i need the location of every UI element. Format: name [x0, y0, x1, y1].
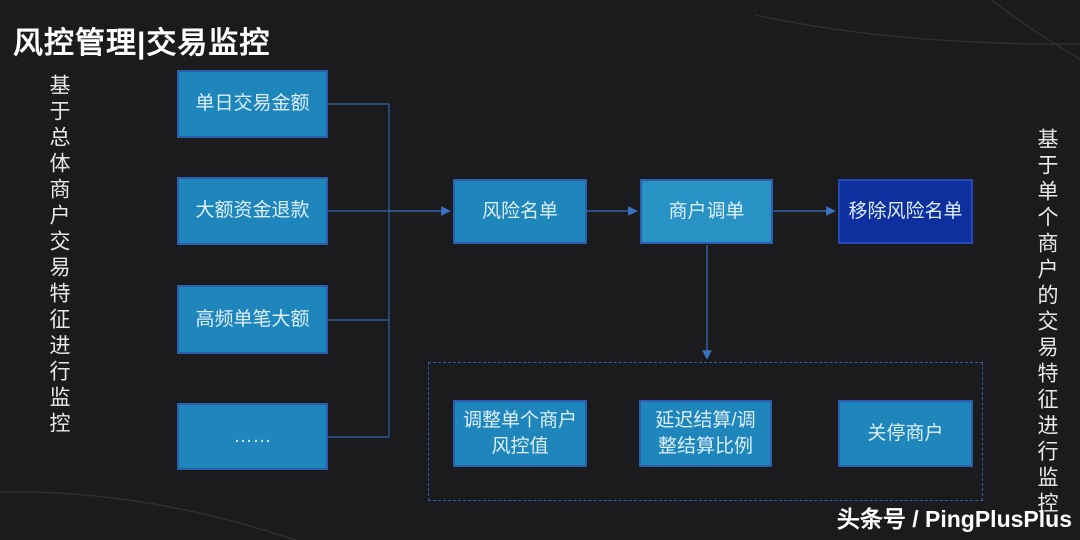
flow-node-remove-risk-list: 移除风险名单 [838, 179, 973, 244]
node-label: 移除风险名单 [848, 200, 963, 222]
flow-node-merchant-inquiry: 商户调单 [640, 179, 773, 244]
left-vertical-note: 基于总体商户交易特征进行监控 [47, 74, 70, 438]
node-label: 高频单笔大额 [195, 308, 310, 330]
node-label: 大额资金退款 [195, 200, 310, 222]
node-label: 关停商户 [867, 422, 944, 444]
trigger-node-daily-transaction-amount: 单日交易金额 [177, 70, 328, 138]
decor-arc-bottom-left [0, 491, 298, 540]
node-label: 调整单个商户 风控值 [462, 409, 577, 457]
decor-arc-top-right-1 [754, 14, 1080, 45]
page-title: 风控管理|交易监控 [13, 27, 271, 60]
actions-dashed-frame [428, 362, 983, 501]
node-label: 延迟结算/调整结算比例 [655, 409, 756, 457]
right-vertical-note: 基于单个商户的交易特征进行监控 [1035, 128, 1058, 518]
trigger-node-large-refund: 大额资金退款 [177, 177, 328, 245]
watermark-byline: 头条号 / PingPlusPlus [836, 506, 1072, 532]
action-node-adjust-merchant-risk-value: 调整单个商户 风控值 [453, 400, 587, 467]
trigger-node-high-freq-large-single: 高频单笔大额 [177, 285, 328, 354]
action-node-delay-settlement: 延迟结算/调整结算比例 [639, 400, 772, 467]
node-label: 商户调单 [668, 200, 745, 222]
node-label: 风险名单 [481, 200, 558, 222]
action-node-shutdown-merchant: 关停商户 [838, 400, 973, 467]
node-label: …… [233, 425, 272, 447]
flow-node-risk-list: 风险名单 [453, 179, 587, 244]
trigger-node-ellipsis: …… [177, 403, 328, 470]
node-label: 单日交易金额 [195, 93, 310, 115]
decor-arc-top-right-2 [990, 0, 1080, 60]
